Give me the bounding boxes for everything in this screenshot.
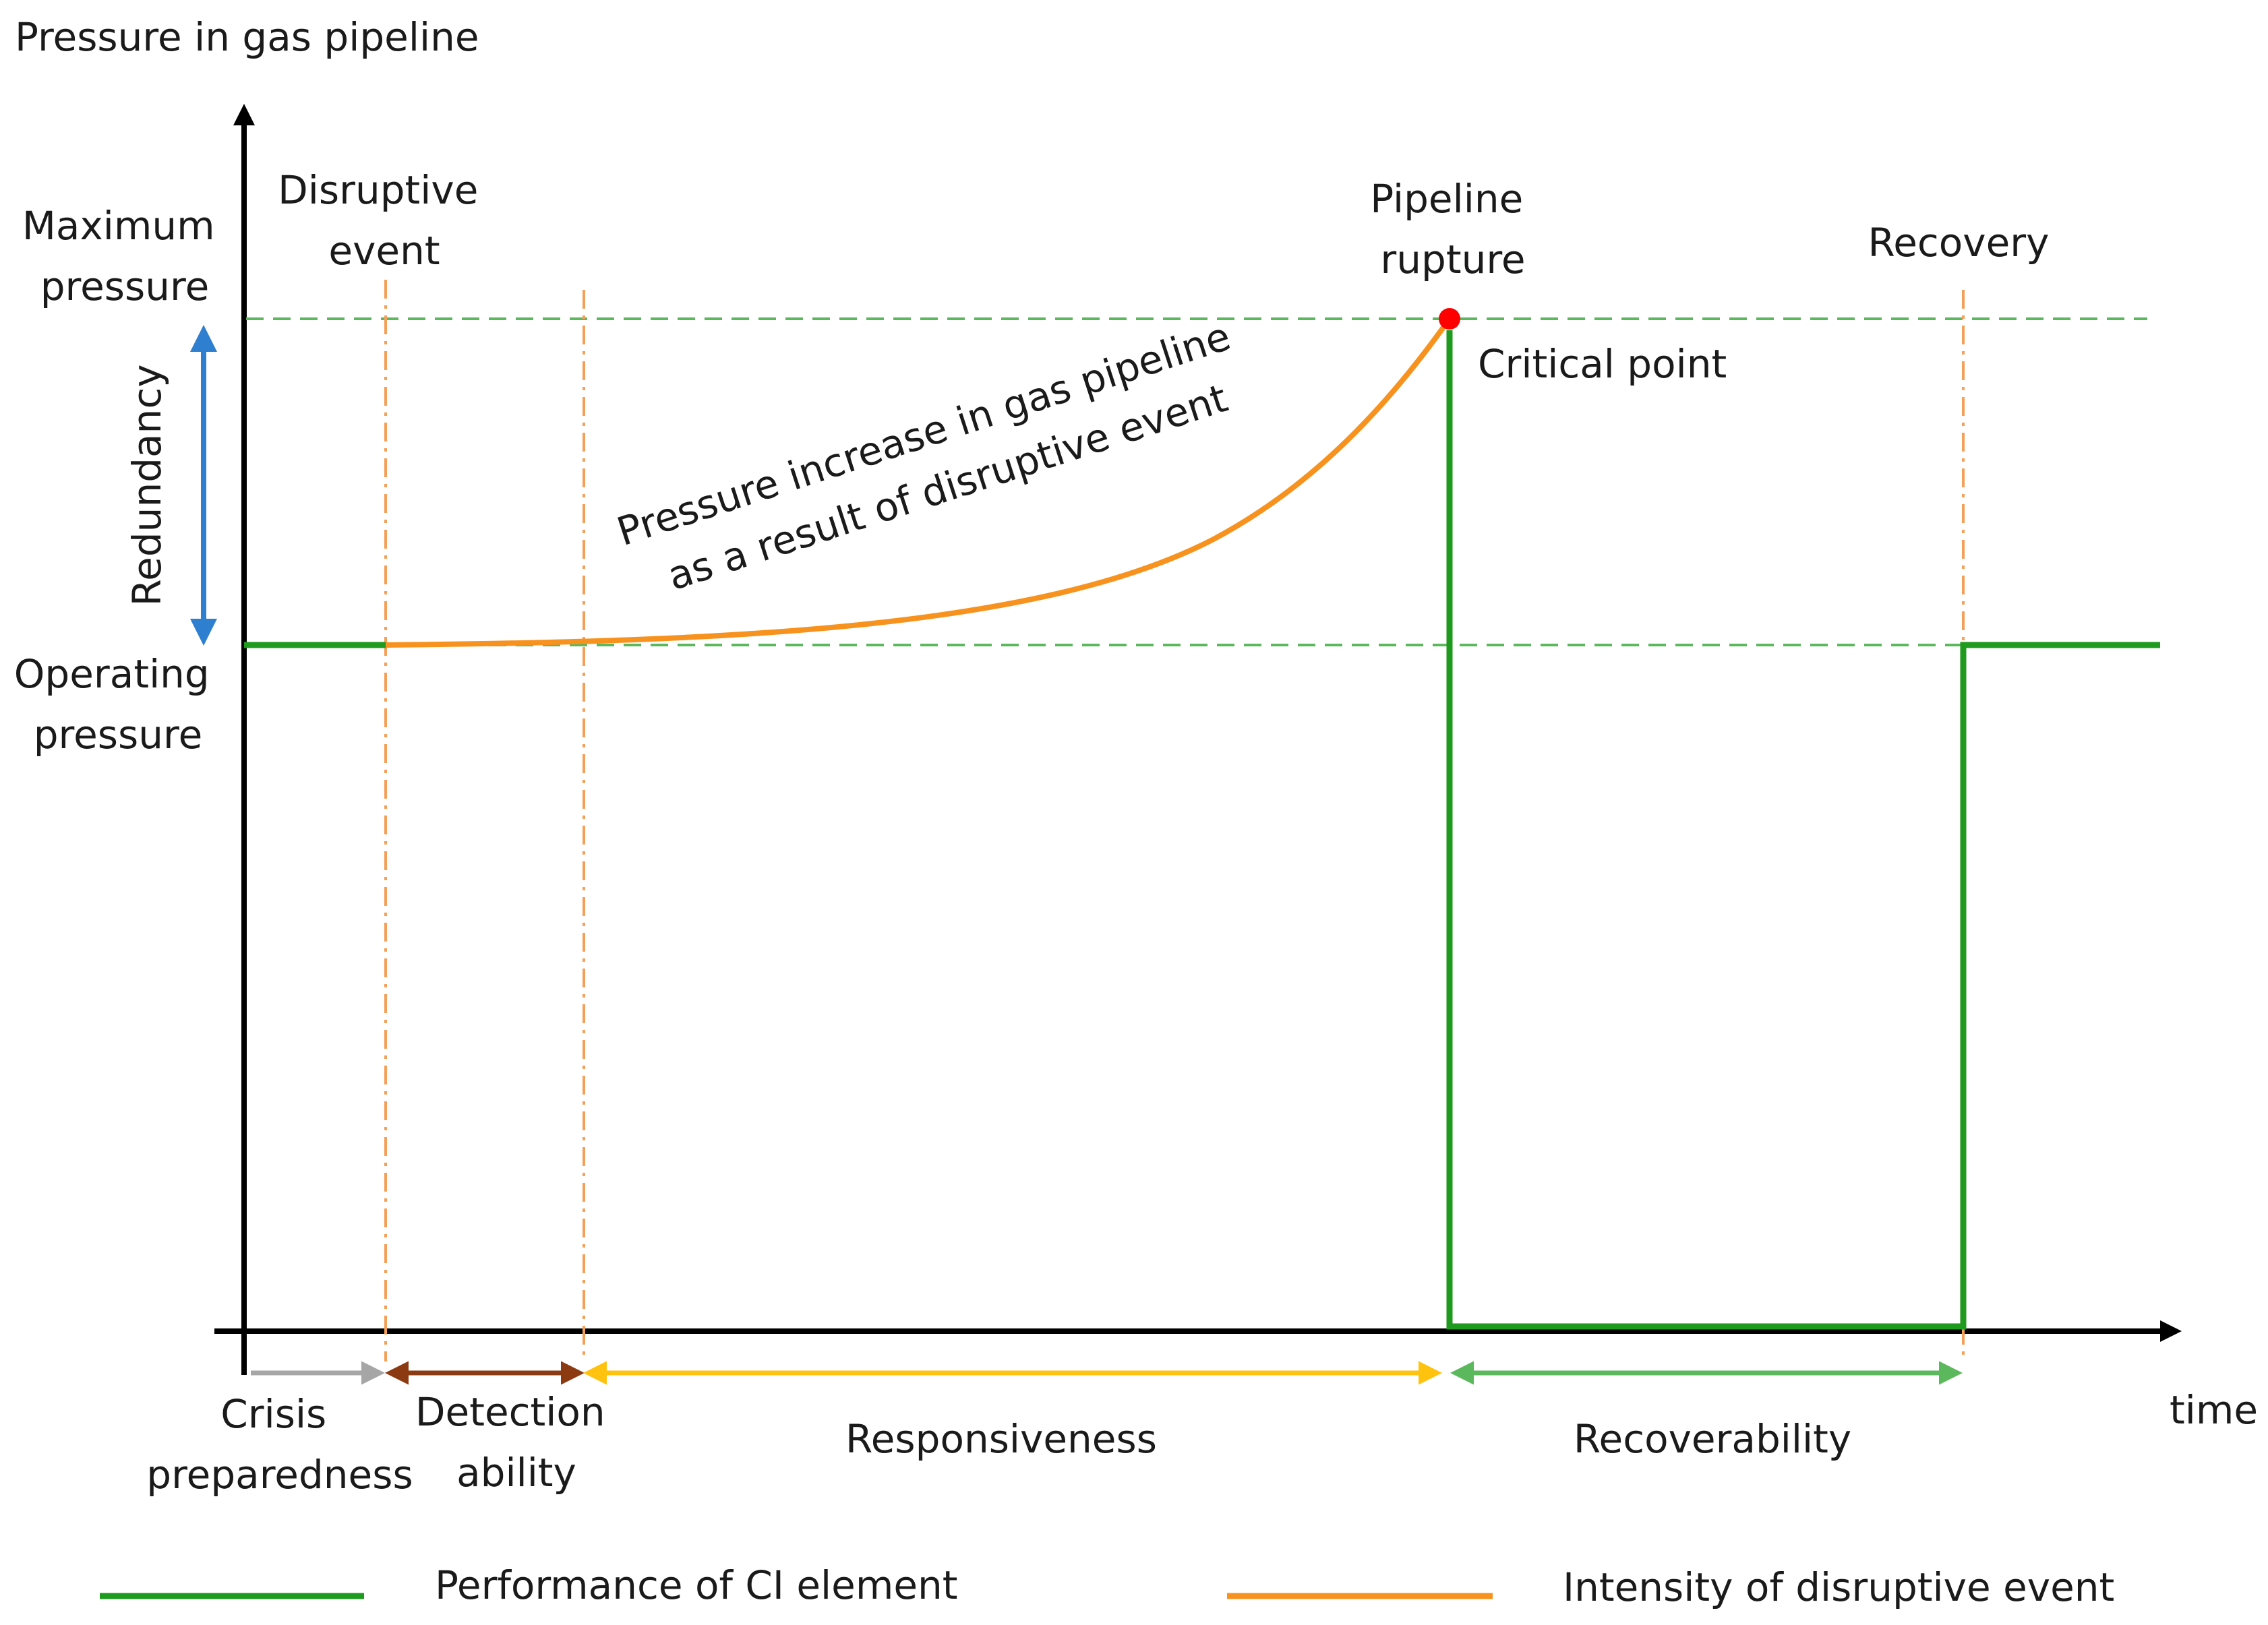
- x-axis-title: time: [2170, 1387, 2258, 1433]
- responsiveness-label: Responsiveness: [845, 1416, 1157, 1462]
- y-axis-title: Pressure in gas pipeline: [15, 14, 479, 60]
- redundancy-label: Redundancy: [124, 364, 170, 606]
- operating-pressure-label: Operating pressure: [14, 651, 222, 758]
- critical-point-label: Critical point: [1478, 341, 1727, 387]
- recovery-label: Recovery: [1868, 220, 2050, 266]
- legend-performance-label: Performance of CI element: [435, 1562, 958, 1608]
- crisis-preparedness-label: Crisis preparedness: [146, 1391, 413, 1498]
- legend-intensity-label: Intensity of disruptive event: [1563, 1564, 2114, 1610]
- critical-point-marker: [1439, 308, 1460, 330]
- detection-ability-label: Detection ability: [415, 1389, 618, 1496]
- performance-drop-line: [1446, 330, 2160, 1330]
- curve-caption: Pressure increase in gas pipeline as a r…: [611, 309, 1265, 610]
- disruptive-event-label: Disruptive event: [278, 167, 491, 274]
- maximum-pressure-label: Maximum pressure: [22, 203, 227, 309]
- pipeline-rupture-label: Pipeline rupture: [1370, 176, 1535, 282]
- pressure-increase-curve: [385, 317, 1452, 648]
- recoverability-label: Recoverability: [1574, 1416, 1851, 1462]
